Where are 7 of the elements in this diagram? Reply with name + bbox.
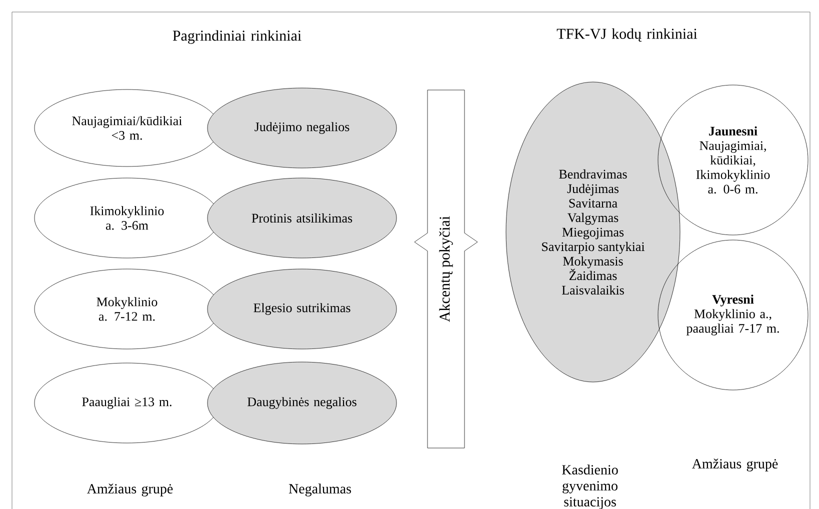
column-caption: Kasdienio gyvenimo situacijos [562, 464, 618, 509]
column-caption: Amžiaus grupė [692, 458, 778, 472]
column-caption: Amžiaus grupė [87, 484, 173, 496]
column-caption: Negalumas [288, 484, 351, 496]
section-heading: Pagrindiniai rinkiniai [172, 30, 302, 44]
arrow-band: Akcentų pokyčiai [414, 90, 478, 448]
section-heading: TFK-VJ kodų rinkiniai [556, 28, 698, 42]
